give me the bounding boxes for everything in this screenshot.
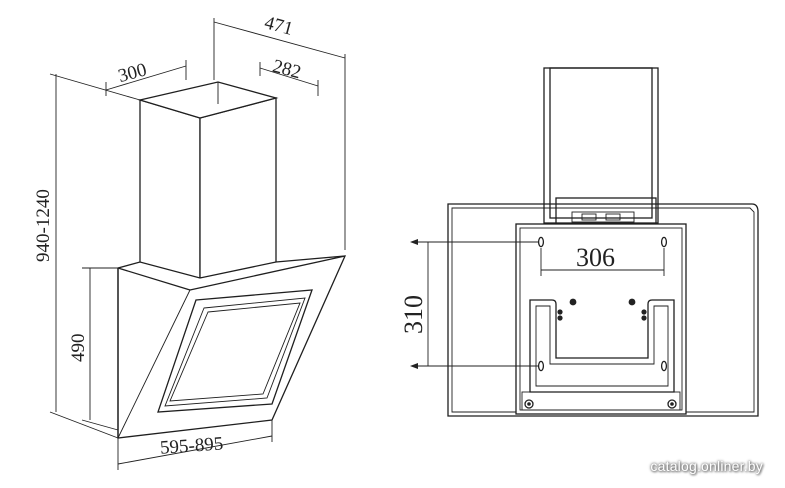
dim-hood-width: 595-895: [159, 433, 224, 458]
chimney-front-face: [199, 97, 277, 279]
dim-mount-spacing-horizontal: 306: [576, 243, 615, 272]
glass-panel: [157, 289, 313, 413]
watermark: catalog.onliner.by: [650, 458, 763, 474]
dim-chimney-depth: 282: [270, 56, 303, 84]
dim-mount-spacing-vertical: 310: [399, 295, 428, 334]
dim-overall-depth: 471: [262, 12, 295, 40]
dim-total-height: 940-1240: [33, 189, 54, 262]
chimney-top: [137, 81, 279, 119]
canopy-body: [117, 255, 347, 439]
hood-rear-view: 306 310: [399, 67, 759, 417]
dim-chimney-width: 300: [116, 59, 149, 87]
hood-perspective-view: 471 300 282 940-1240 490 595-895: [33, 12, 347, 470]
chimney-left-face: [139, 99, 201, 279]
dim-hood-height: 490: [68, 334, 89, 363]
